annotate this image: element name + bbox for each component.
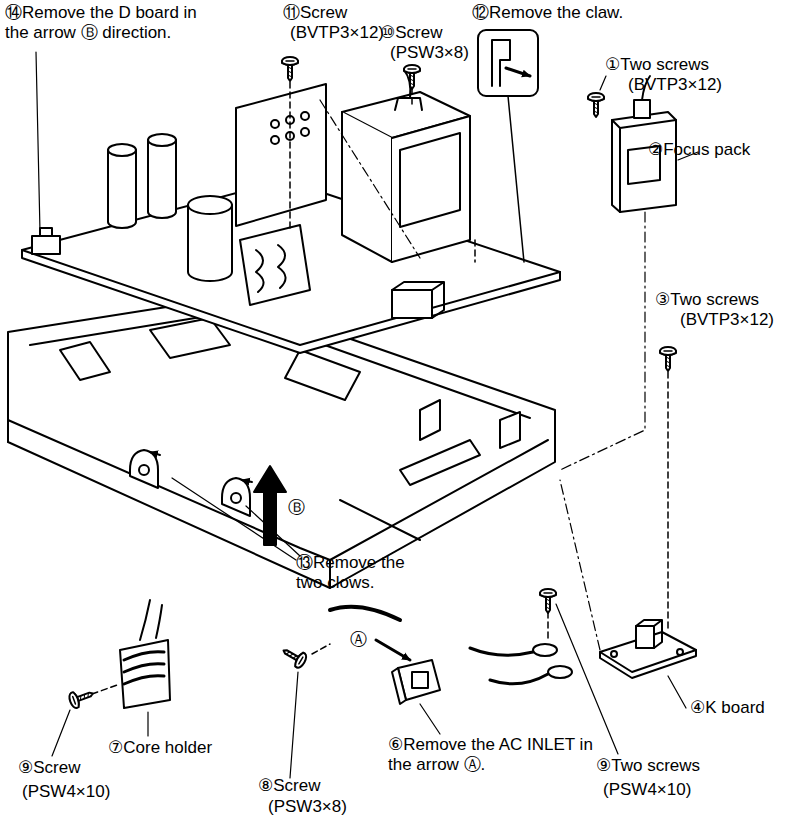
callout-label: ⑫Remove the claw. bbox=[472, 3, 623, 23]
screw-10 bbox=[404, 65, 475, 262]
callout-label: ⑨Two screws bbox=[596, 756, 700, 776]
callout-label: ③Two screws bbox=[655, 290, 759, 310]
callout-label: ⑬Remove the two clows. bbox=[296, 553, 421, 594]
callout-label: ⑩Screw bbox=[380, 23, 442, 43]
d-board bbox=[22, 70, 560, 353]
callout-label: (PSW4×10) bbox=[603, 780, 691, 800]
arrow-b bbox=[254, 466, 286, 545]
screw-8 bbox=[280, 644, 330, 778]
callout-label: ②Focus pack bbox=[648, 140, 750, 160]
callout-label: (BVTP3×12) bbox=[680, 310, 774, 330]
focus-pack bbox=[560, 76, 698, 470]
callout-label: Ⓑ bbox=[288, 498, 305, 518]
claw-inset bbox=[478, 30, 538, 262]
callout-label: ⑨Screw bbox=[18, 758, 80, 778]
callout-label: ⑭Remove the D board in the arrow Ⓑ direc… bbox=[5, 3, 210, 44]
ground-screws bbox=[470, 589, 618, 754]
leader-lines bbox=[36, 52, 420, 560]
callout-label: ④K board bbox=[690, 698, 765, 718]
callout-label: ①Two screws bbox=[605, 55, 709, 75]
callout-label: ⑦Core holder bbox=[108, 738, 212, 758]
callout-label: ⑧Screw bbox=[258, 776, 320, 796]
core-holder bbox=[120, 600, 170, 736]
callout-label: (PSW4×10) bbox=[22, 782, 110, 802]
k-board bbox=[560, 347, 696, 708]
callout-label: (PSW3×8) bbox=[390, 43, 469, 63]
ac-inlet bbox=[376, 640, 440, 734]
callout-label: (BVTP3×12) bbox=[290, 23, 384, 43]
callout-label: Ⓐ bbox=[350, 630, 367, 650]
screw-11 bbox=[282, 57, 298, 232]
callout-label: (BVTP3×12) bbox=[628, 75, 722, 95]
callout-label: ⑪Screw bbox=[283, 3, 347, 23]
callout-label: ⑥Remove the AC INLET in the arrow Ⓐ. bbox=[388, 735, 603, 776]
callout-label: (PSW3×8) bbox=[268, 797, 347, 817]
